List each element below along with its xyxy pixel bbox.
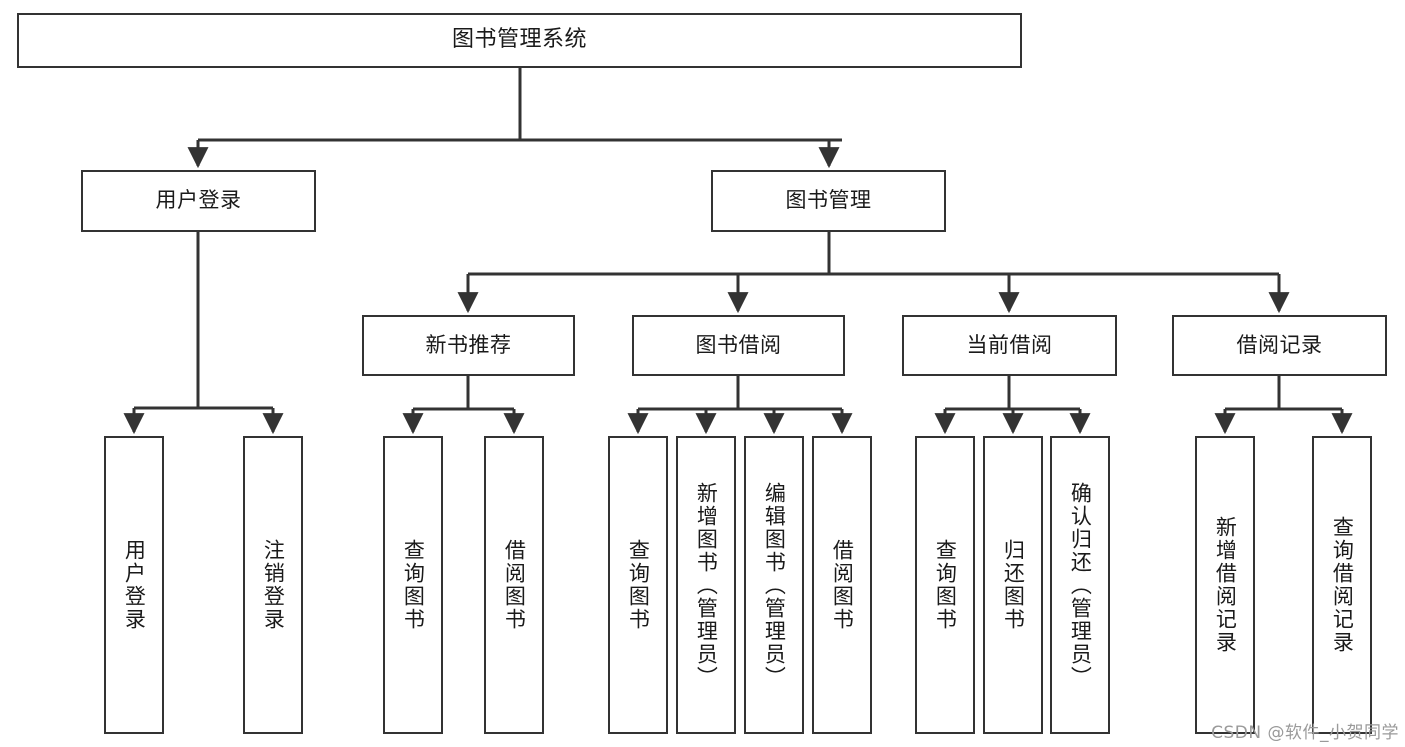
node-label: 查询借阅记录 — [1330, 516, 1355, 654]
node-label: 新增借阅记录 — [1213, 516, 1238, 654]
node-book-borrow[interactable]: 图书借阅 — [632, 315, 845, 376]
node-label: 注销登录 — [261, 539, 286, 631]
node-label: 图书管理 — [785, 188, 872, 213]
node-label: 图书管理系统 — [451, 27, 587, 53]
node-label: 借阅记录 — [1236, 332, 1323, 357]
node-leaf-return-book[interactable]: 归还图书 — [983, 436, 1043, 734]
node-label: 借阅图书 — [502, 539, 527, 631]
node-label: 确认归还（管理员） — [1068, 481, 1093, 689]
node-label: 新书推荐 — [425, 332, 512, 357]
connector-group-root — [187, 68, 842, 169]
connector-group-borrow-record — [1214, 376, 1353, 435]
node-label: 图书借阅 — [695, 332, 782, 357]
node-leaf-borrow-book[interactable]: 借阅图书 — [812, 436, 872, 734]
connector-group-book-manage — [457, 232, 1290, 314]
node-label: 当前借阅 — [966, 332, 1053, 357]
node-label: 借阅图书 — [830, 539, 855, 631]
connector-group-user-login — [123, 232, 284, 435]
node-leaf-edit-book-admin[interactable]: 编辑图书（管理员） — [744, 436, 804, 734]
node-label: 新增图书（管理员） — [694, 481, 719, 689]
node-label: 编辑图书（管理员） — [762, 481, 787, 689]
node-leaf-add-borrow-record[interactable]: 新增借阅记录 — [1195, 436, 1255, 734]
node-label: 用户登录 — [155, 188, 242, 213]
node-label: 查询图书 — [933, 539, 958, 631]
node-new-book-recommend[interactable]: 新书推荐 — [362, 315, 575, 376]
node-label: 归还图书 — [1001, 539, 1026, 631]
node-leaf-borrow-book-recommend[interactable]: 借阅图书 — [484, 436, 544, 734]
node-borrow-record[interactable]: 借阅记录 — [1172, 315, 1387, 376]
node-leaf-query-book-borrow[interactable]: 查询图书 — [608, 436, 668, 734]
node-book-management[interactable]: 图书管理 — [711, 170, 946, 232]
node-user-login[interactable]: 用户登录 — [81, 170, 316, 232]
node-current-borrow[interactable]: 当前借阅 — [902, 315, 1117, 376]
connector-group-current-borrow — [934, 376, 1091, 435]
node-leaf-add-book-admin[interactable]: 新增图书（管理员） — [676, 436, 736, 734]
node-leaf-query-book-recommend[interactable]: 查询图书 — [383, 436, 443, 734]
node-label: 查询图书 — [401, 539, 426, 631]
node-label: 用户登录 — [122, 539, 147, 631]
node-leaf-logout[interactable]: 注销登录 — [243, 436, 303, 734]
node-root-book-management-system[interactable]: 图书管理系统 — [17, 13, 1022, 68]
node-leaf-confirm-return-admin[interactable]: 确认归还（管理员） — [1050, 436, 1110, 734]
connector-group-new-book — [402, 376, 525, 435]
node-label: 查询图书 — [626, 539, 651, 631]
watermark: CSDN @软件_小贺同学 — [1211, 723, 1399, 743]
node-leaf-user-login[interactable]: 用户登录 — [104, 436, 164, 734]
node-leaf-query-borrow-record[interactable]: 查询借阅记录 — [1312, 436, 1372, 734]
node-leaf-query-book-current[interactable]: 查询图书 — [915, 436, 975, 734]
connector-group-book-borrow — [627, 376, 853, 435]
